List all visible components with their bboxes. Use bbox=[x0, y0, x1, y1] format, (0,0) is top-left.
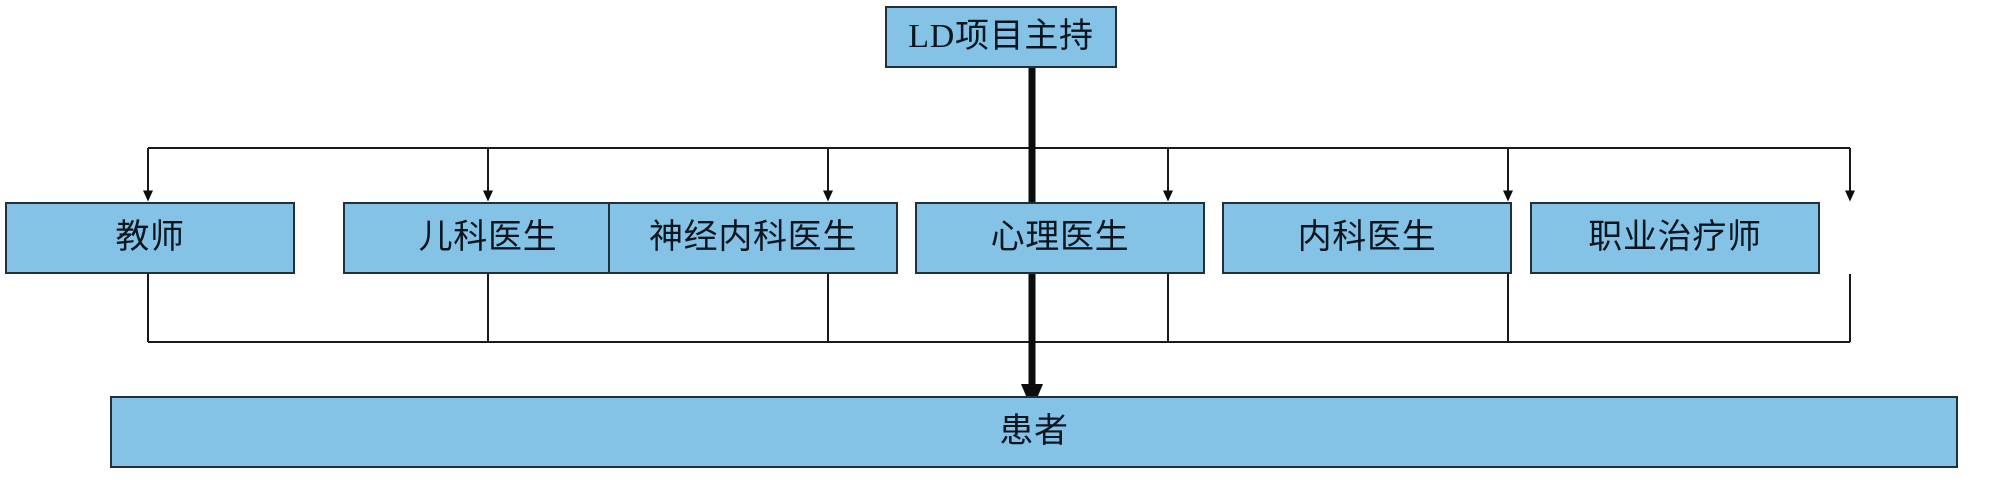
node-label-occupational-therapist: 职业治疗师 bbox=[1588, 219, 1762, 256]
node-occupational-therapist[interactable]: 职业治疗师 bbox=[1530, 202, 1820, 274]
node-teacher[interactable]: 教师 bbox=[5, 202, 295, 274]
node-label-pediatrician: 儿科医生 bbox=[418, 219, 558, 256]
node-label-neurologist: 神经内科医生 bbox=[648, 219, 858, 256]
node-psychologist[interactable]: 心理医生 bbox=[915, 202, 1205, 274]
node-label-patient: 患者 bbox=[999, 413, 1069, 450]
node-patient[interactable]: 患者 bbox=[110, 396, 1958, 468]
bottom-bus-group bbox=[147, 274, 1851, 343]
top-bus-group bbox=[143, 147, 1855, 202]
node-neurologist[interactable]: 神经内科医生 bbox=[608, 202, 898, 274]
node-pediatrician[interactable]: 儿科医生 bbox=[343, 202, 633, 274]
node-label-teacher: 教师 bbox=[115, 219, 185, 256]
node-label-psychologist: 心理医生 bbox=[990, 219, 1130, 256]
node-internist[interactable]: 内科医生 bbox=[1222, 202, 1512, 274]
node-label-ld-project-lead: LD项目主持 bbox=[908, 18, 1094, 55]
node-label-internist: 内科医生 bbox=[1297, 219, 1437, 256]
node-ld-project-lead[interactable]: LD项目主持 bbox=[885, 6, 1117, 68]
